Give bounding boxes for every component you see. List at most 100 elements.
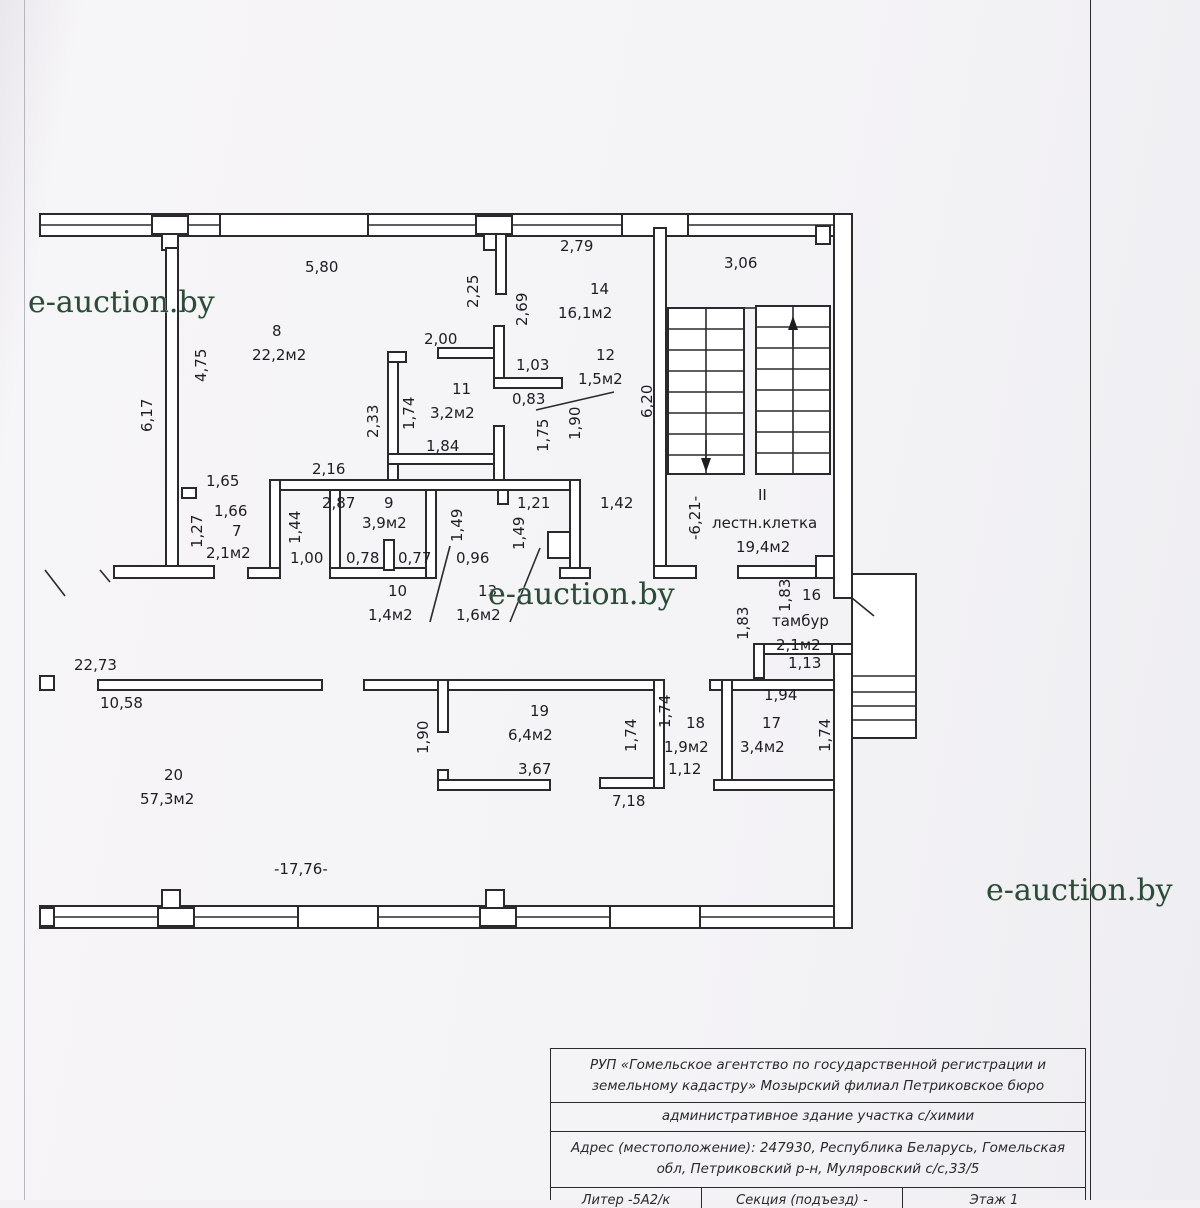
floor-cell: Этаж 1 xyxy=(969,1193,1019,1208)
org-line-2: земельному кадастру» Мозырский филиал Пе… xyxy=(591,1078,1045,1094)
dim-17-76: -17,76- xyxy=(274,860,328,878)
dim-3-67: 3,67 xyxy=(518,760,551,778)
dim-1-90-a: 1,90 xyxy=(566,407,584,440)
dim-2-00: 2,00 xyxy=(424,330,457,348)
entrance-steps xyxy=(851,573,917,739)
dim-1-00: 1,00 xyxy=(290,549,323,567)
dim-2-16: 2,16 xyxy=(312,460,345,478)
address-line-2: обл, Петриковский р-н, Муляровский с/с,3… xyxy=(656,1161,980,1177)
room-13-area: 1,6м2 xyxy=(456,606,501,624)
dim-4-75: 4,75 xyxy=(192,349,210,382)
dim-1-12: 1,12 xyxy=(668,760,701,778)
dim-0-77: 0,77 xyxy=(398,549,431,567)
dim-0-83: 0,83 xyxy=(512,390,545,408)
room-labels: 8 22,2м2 14 16,1м2 12 1,5м2 11 3,2м2 9 3… xyxy=(140,280,829,808)
room-9-area: 3,9м2 xyxy=(362,514,407,532)
address-line-1: Адрес (местоположение): 247930, Республи… xyxy=(571,1140,1065,1156)
room-20-number: 20 xyxy=(164,766,183,784)
room-II-name: лестн.клетка xyxy=(712,514,817,532)
room-14-area: 16,1м2 xyxy=(558,304,612,322)
dim-1-13: 1,13 xyxy=(788,654,821,672)
organization-name: РУП «Гомельское агентство по государстве… xyxy=(551,1049,1085,1103)
org-line-1: РУП «Гомельское агентство по государстве… xyxy=(589,1057,1047,1073)
sheet-left-edge xyxy=(24,0,25,1200)
up-arrow-icon xyxy=(788,316,798,330)
watermark: e-auction.by xyxy=(28,285,215,320)
dim-1-74-a: 1,74 xyxy=(400,397,418,430)
room-11-area: 3,2м2 xyxy=(430,404,475,422)
title-block-footer: Литер -5А2/к Секция (подъезд) - Этаж 1 xyxy=(551,1188,1085,1208)
room-10-number: 10 xyxy=(388,582,407,600)
dim-1-27: 1,27 xyxy=(188,515,206,548)
dim-1-83-b: 1,83 xyxy=(734,607,752,640)
room-16-name: тамбур xyxy=(772,612,829,630)
dim-1-94: 1,94 xyxy=(764,686,797,704)
down-arrow-icon xyxy=(701,458,711,472)
room-18-number: 18 xyxy=(686,714,705,732)
dim-6-20: 6,20 xyxy=(638,385,656,418)
interior-walls xyxy=(97,227,853,791)
room-20-area: 57,3м2 xyxy=(140,790,194,808)
room-II-number: II xyxy=(758,486,767,504)
room-19-area: 6,4м2 xyxy=(508,726,553,744)
room-9-number: 9 xyxy=(384,494,394,512)
room-17-number: 17 xyxy=(762,714,781,732)
title-block: РУП «Гомельское агентство по государстве… xyxy=(550,1048,1086,1208)
dim-1-83-a: 1,83 xyxy=(776,579,794,612)
dim-1-21: 1,21 xyxy=(517,494,550,512)
outer-walls xyxy=(39,213,853,929)
room-12-number: 12 xyxy=(596,346,615,364)
watermarks: e-auction.by e-auction.by e-auction.by xyxy=(28,285,1173,909)
address: Адрес (местоположение): 247930, Республи… xyxy=(551,1132,1085,1188)
watermark: e-auction.by xyxy=(488,577,675,612)
room-8-number: 8 xyxy=(272,322,282,340)
section-cell: Секция (подъезд) - xyxy=(702,1188,903,1208)
object-name: административное здание участка с/химии xyxy=(551,1103,1085,1132)
room-11-number: 11 xyxy=(452,380,471,398)
room-19-number: 19 xyxy=(530,702,549,720)
room-14-number: 14 xyxy=(590,280,609,298)
dim-2-33: 2,33 xyxy=(364,405,382,438)
room-16-area: 2,1м2 xyxy=(776,636,821,654)
dim-2-25: 2,25 xyxy=(464,275,482,308)
dim-2-69: 2,69 xyxy=(513,293,531,326)
dim-1-49-a: 1,49 xyxy=(448,509,466,542)
dim-2-79: 2,79 xyxy=(560,237,593,255)
dim-1-44: 1,44 xyxy=(286,511,304,544)
litera-cell: Литер -5А2/к xyxy=(551,1188,702,1208)
dim-1-49-b: 1,49 xyxy=(510,517,528,550)
room-16-number: 16 xyxy=(802,586,821,604)
dim-1-03: 1,03 xyxy=(516,356,549,374)
dim-5-80: 5,80 xyxy=(305,258,338,276)
dim-1-84: 1,84 xyxy=(426,437,459,455)
dim-6-17: 6,17 xyxy=(138,399,156,432)
dim-2-87: 2,87 xyxy=(322,494,355,512)
dim-1-42: 1,42 xyxy=(600,494,633,512)
dim-1-74-b: 1,74 xyxy=(622,719,640,752)
dim-1-74-d: 1,74 xyxy=(816,719,834,752)
dim-1-74-c: 1,74 xyxy=(656,695,674,728)
dim-1-90-b: 1,90 xyxy=(414,721,432,754)
room-II-area: 19,4м2 xyxy=(736,538,790,556)
dimension-labels: 5,80 2,25 2,69 2,79 3,06 6,17 4,75 2,00 … xyxy=(74,237,834,878)
room-10-area: 1,4м2 xyxy=(368,606,413,624)
dim-7-18: 7,18 xyxy=(612,792,645,810)
room-12-area: 1,5м2 xyxy=(578,370,623,388)
room-18-area: 1,9м2 xyxy=(664,738,709,756)
dim-6-21: -6,21- xyxy=(686,496,704,540)
dim-0-96: 0,96 xyxy=(456,549,489,567)
room-7-area: 2,1м2 xyxy=(206,544,251,562)
dim-1-66: 1,66 xyxy=(214,502,247,520)
room-8-area: 22,2м2 xyxy=(252,346,306,364)
dim-3-06: 3,06 xyxy=(724,254,757,272)
sheet-frame-line xyxy=(1090,0,1091,1200)
dim-1-65: 1,65 xyxy=(206,472,239,490)
dim-0-78: 0,78 xyxy=(346,549,379,567)
dim-10-58: 10,58 xyxy=(100,694,143,712)
room-13-number: 13 xyxy=(478,582,497,600)
watermark: e-auction.by xyxy=(986,873,1173,908)
leader-lines xyxy=(44,391,615,623)
dim-22-73: 22,73 xyxy=(74,656,117,674)
